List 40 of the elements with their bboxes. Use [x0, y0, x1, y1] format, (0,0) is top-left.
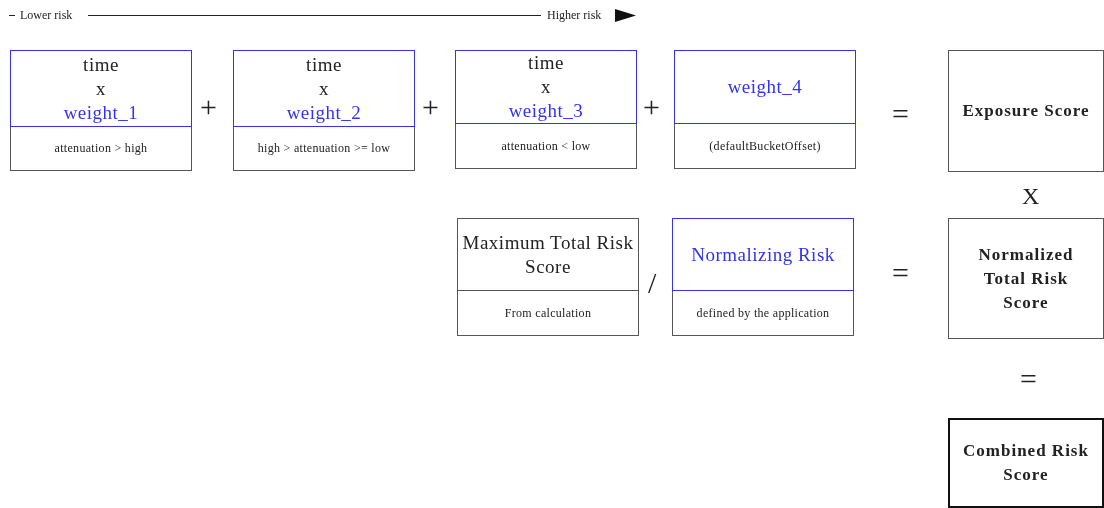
formula-box [233, 50, 415, 171]
condition-text: (defaultBucketOffset) [708, 137, 822, 155]
formula-box [948, 50, 1104, 172]
scale-label: Higher risk [547, 8, 602, 23]
term-text: x [96, 76, 106, 101]
operator: + [200, 92, 217, 122]
formula-box [10, 50, 192, 171]
term-text: Maximum Total Risk Score [461, 230, 635, 279]
formula-box [457, 218, 639, 336]
condition-text: high > attenuation >= low [256, 140, 392, 157]
term-text: time [83, 52, 119, 77]
term-text: weight_4 [727, 75, 803, 99]
condition-text: attenuation > high [53, 140, 149, 157]
term-text: time [306, 52, 342, 77]
term-text: x [541, 75, 551, 99]
term-text: weight_3 [508, 99, 584, 123]
formula-box [672, 218, 854, 336]
formula-box [948, 218, 1104, 339]
formula-box [674, 50, 856, 169]
operator: + [422, 92, 439, 122]
operator: X [1022, 182, 1040, 211]
result-text: Exposure Score [961, 100, 1091, 122]
operator: = [892, 99, 909, 129]
result-text: Combined Risk Score [962, 440, 1090, 486]
term-text: Normalizing Risk [691, 242, 835, 267]
condition-text: attenuation < low [500, 137, 592, 155]
operator: = [892, 258, 909, 288]
result-text: Normalized Total Risk Score [977, 243, 1075, 314]
term-text: time [528, 51, 564, 75]
formula-box [455, 50, 637, 169]
scale-label: Lower risk [20, 8, 73, 23]
term-text: weight_2 [286, 100, 362, 125]
term-text: x [319, 76, 329, 101]
condition-text: From calculation [503, 304, 593, 322]
operator: + [643, 92, 660, 122]
term-text: weight_1 [63, 100, 139, 125]
operator: / [648, 268, 657, 298]
condition-text: defined by the application [695, 304, 831, 322]
formula-box [948, 418, 1104, 508]
operator: = [1020, 364, 1037, 394]
